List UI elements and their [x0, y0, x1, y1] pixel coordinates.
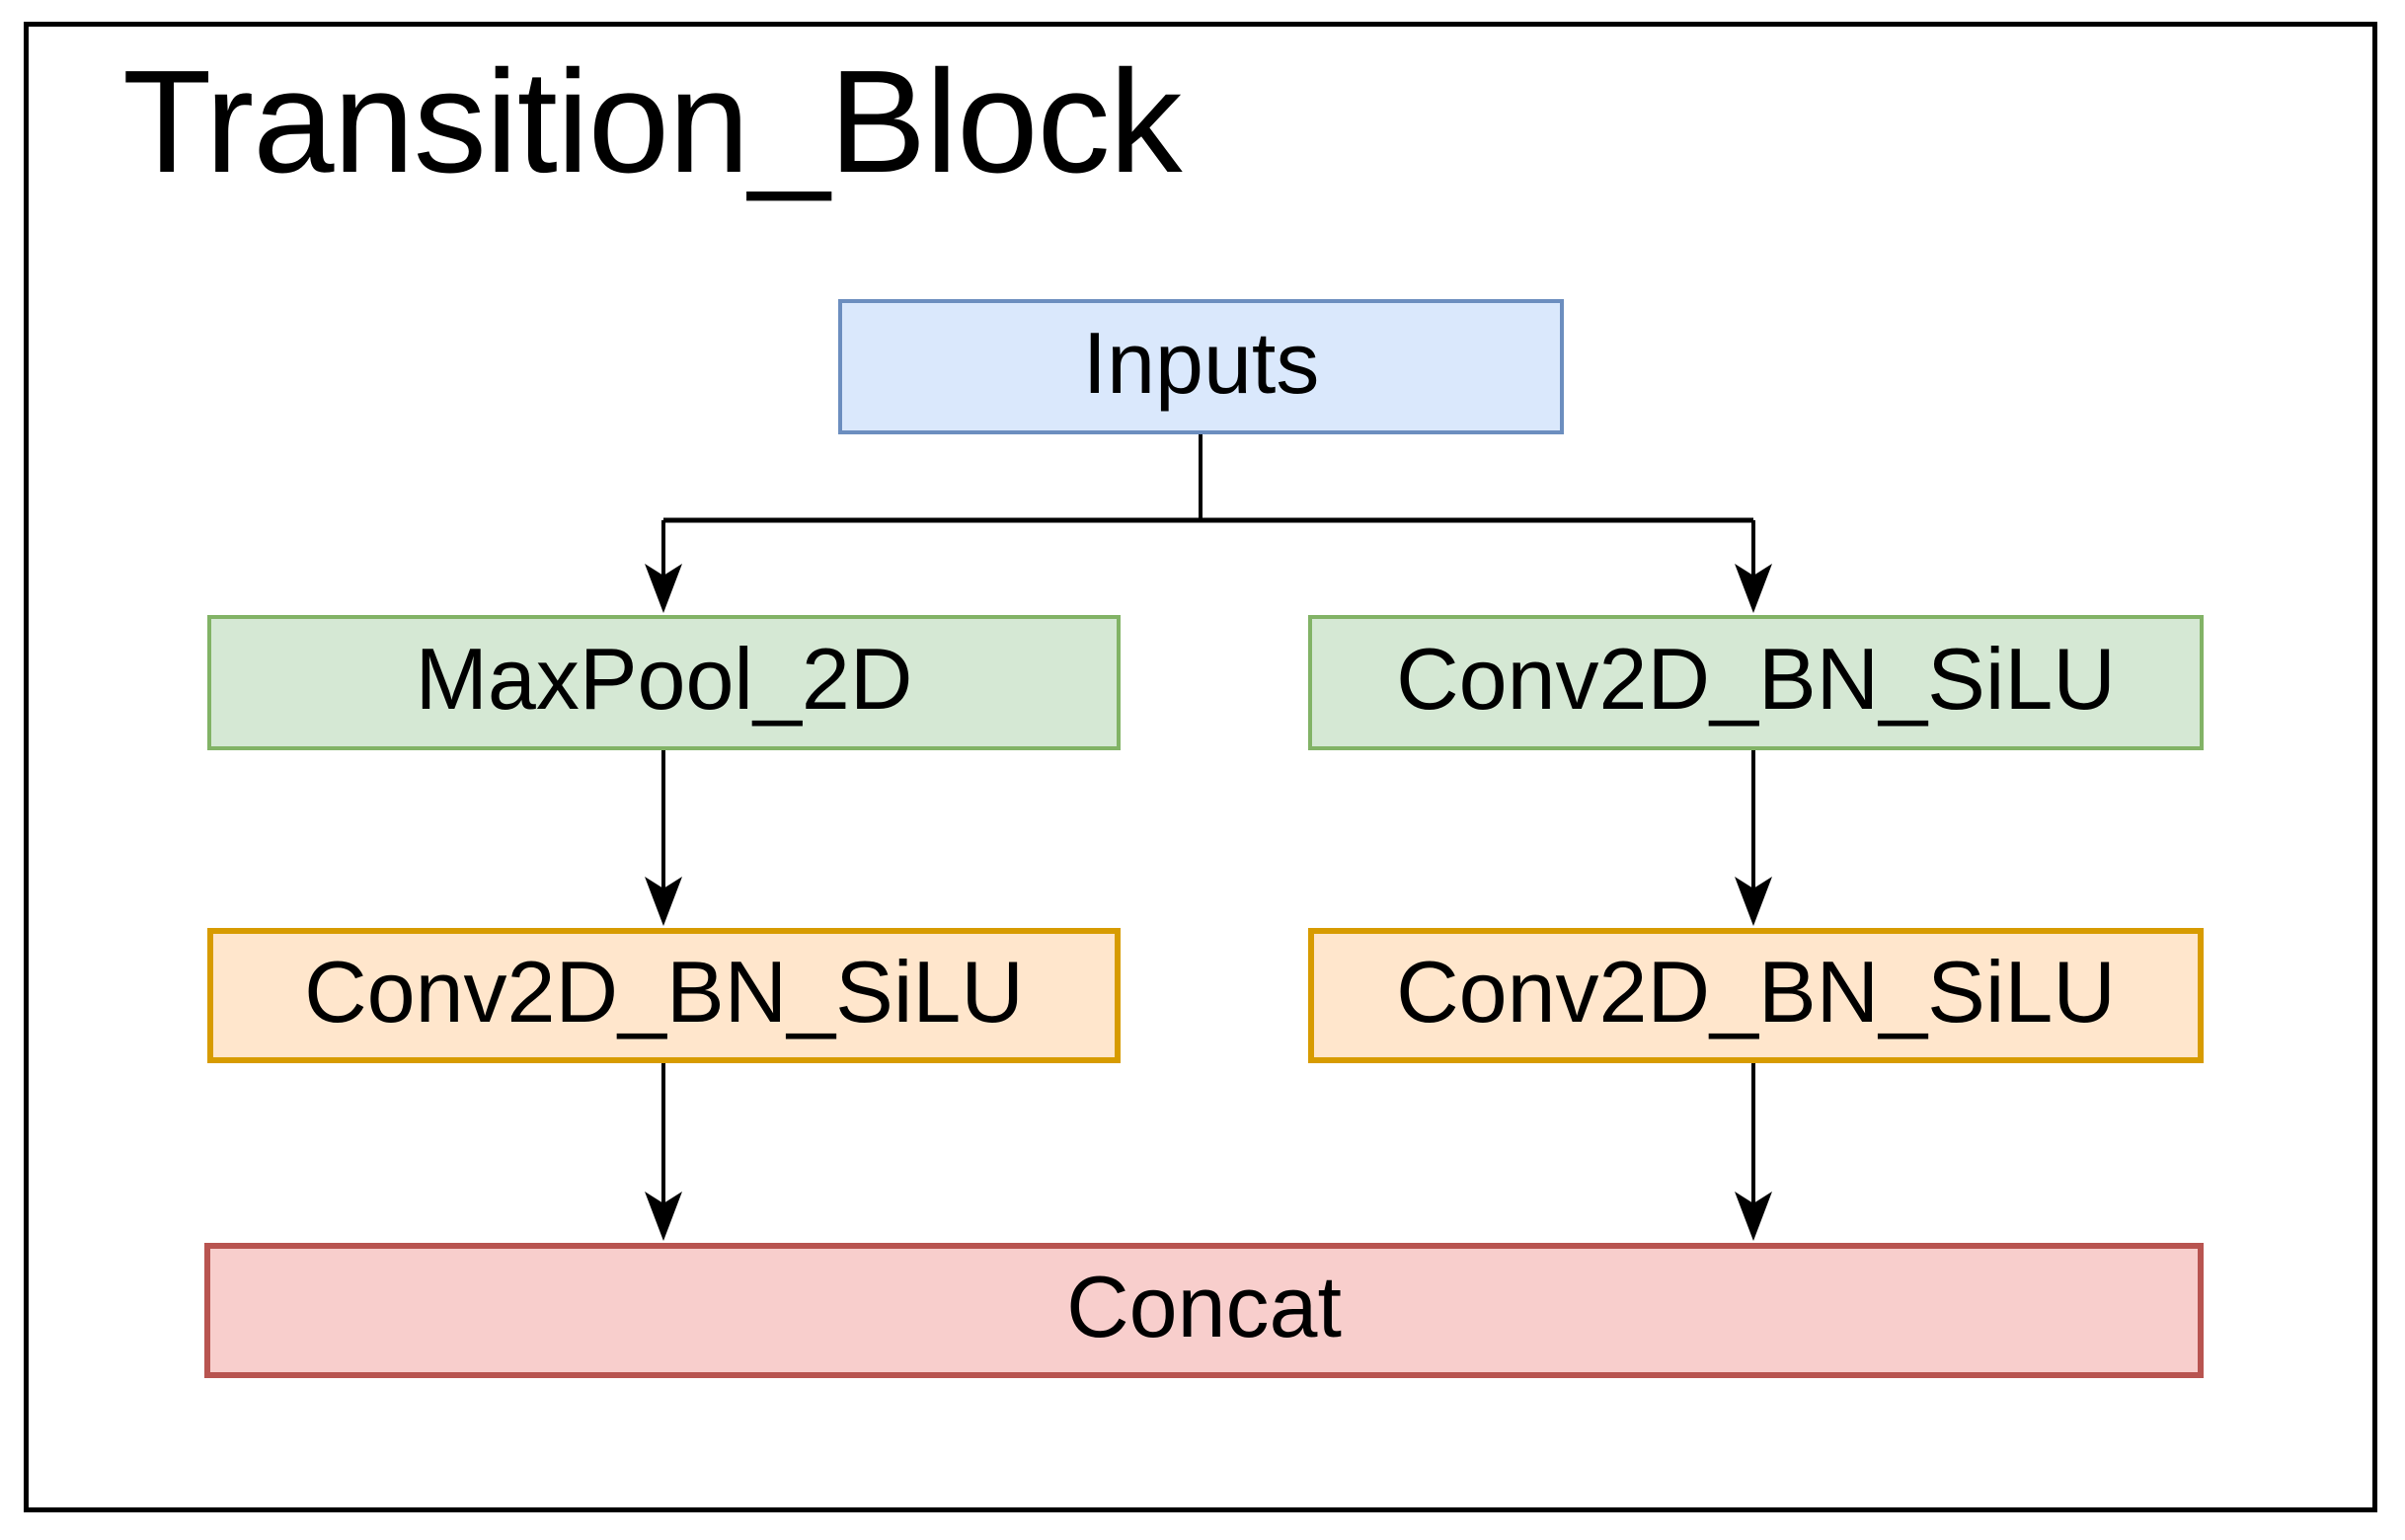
node-concat: Concat [204, 1243, 2204, 1378]
node-maxpool-2d-label: MaxPool_2D [415, 629, 913, 728]
node-conv2d-bn-silu-mid-right: Conv2D_BN_SiLU [1308, 928, 2204, 1063]
node-conv2d-bn-silu-top-right: Conv2D_BN_SiLU [1308, 615, 2204, 750]
node-maxpool-2d: MaxPool_2D [207, 615, 1121, 750]
node-conv2d-bn-silu-mid-right-label: Conv2D_BN_SiLU [1396, 942, 2116, 1040]
diagram-title: Transition_Block [122, 40, 1183, 203]
node-conv2d-bn-silu-top-right-label: Conv2D_BN_SiLU [1396, 629, 2116, 728]
node-inputs-label: Inputs [1082, 313, 1320, 412]
node-inputs: Inputs [838, 299, 1564, 434]
node-concat-label: Concat [1066, 1257, 1342, 1355]
node-conv2d-bn-silu-mid-left-label: Conv2D_BN_SiLU [304, 942, 1024, 1040]
node-conv2d-bn-silu-mid-left: Conv2D_BN_SiLU [207, 928, 1121, 1063]
